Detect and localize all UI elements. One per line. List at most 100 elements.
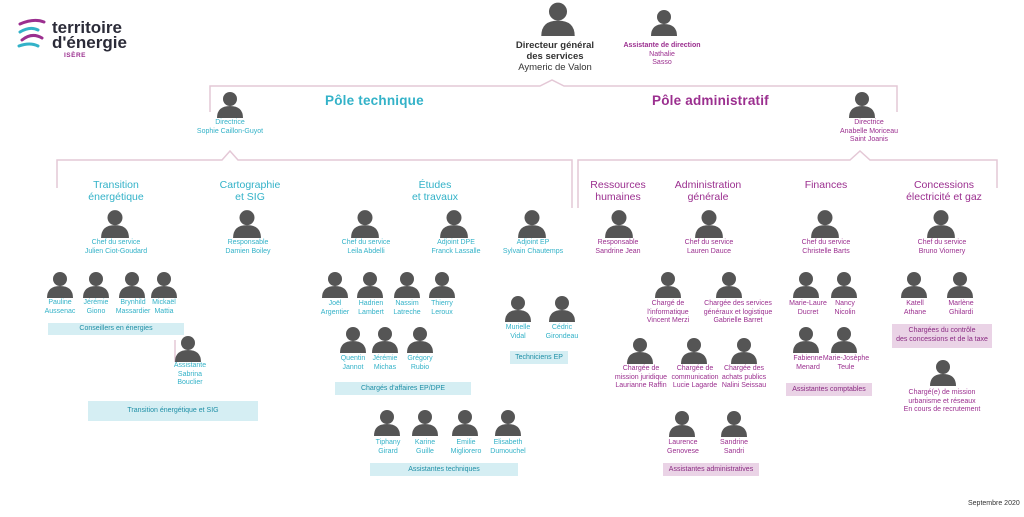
head-transition-role: Chef du service [91, 239, 141, 246]
person-jeremie-g: Jérémie Giono [73, 299, 119, 316]
dept-concessions: Concessions électricité et gaz [894, 179, 994, 203]
head-adjdpe-role: Adjoint DPE [437, 239, 475, 246]
person-karine: Karine Guille [402, 439, 448, 456]
person-lucie: Chargée de communication Lucie Lagarde [655, 365, 735, 391]
person-icon [150, 270, 178, 298]
directrice-tech-name: Sophie Caillon-Guyot [196, 127, 264, 135]
directrice-admin-name2: Saint Joanis [849, 136, 889, 143]
person-icon [373, 408, 401, 436]
person-katell: Katell Athane [892, 300, 938, 317]
head-carto-role: Responsable [227, 239, 269, 246]
person-cedric: Cédric Girondeau [537, 324, 587, 341]
head-rh-name: Sandrine Jean [595, 247, 641, 255]
logo-line1: territoire [52, 18, 122, 37]
pole-administratif: Pôle administratif [652, 93, 769, 108]
person-vincent-role1: Chargé de [651, 300, 685, 307]
person-icon [929, 358, 957, 386]
person-nalini-role1: Chargée des [723, 365, 765, 372]
person-marlene-first: Marlène [948, 300, 974, 307]
dept-transition-l1: Transition [93, 179, 139, 191]
banner-assistantes-admin: Assistantes administratives [663, 463, 759, 476]
person-gregory: Grégory Rubio [397, 355, 443, 372]
person-lucie-name: Lucie Lagarde [672, 382, 718, 389]
footer-date: Septembre 2020 [968, 500, 1020, 507]
head-concessions-role: Chef du service [917, 239, 967, 246]
head-finances: Chef du service Christelle Barts [776, 239, 876, 256]
person-mariejo-first: Marie-Josèphe [822, 355, 870, 362]
person-brynhild-last: Massardier [115, 307, 151, 315]
person-icon [668, 409, 696, 437]
person-vincent: Chargé de l'informatique Vincent Merzi [628, 300, 708, 326]
head-adjep-role: Adjoint EP [516, 239, 550, 246]
person-karine-last: Guille [416, 447, 434, 455]
person-icon [830, 270, 858, 298]
person-icon [792, 270, 820, 298]
person-fabienne: Fabienne Menard [783, 355, 833, 372]
person-elisabeth-last: Dumouchel [490, 447, 526, 455]
logo-mark-icon [17, 18, 46, 48]
banner-assistantes-compta: Assistantes comptables [786, 383, 872, 396]
person-icon [720, 409, 748, 437]
person-icon [730, 336, 758, 364]
person-icon [604, 208, 634, 238]
person-joel-last: Argentier [320, 308, 350, 316]
person-nassim: Nassim Latreche [384, 300, 430, 317]
person-murielle-last: Vidal [510, 332, 526, 340]
head-admin-name: Lauren Dauce [687, 247, 731, 255]
person-brynhild: Brynhild Massardier [108, 299, 158, 316]
person-fabienne-first: Fabienne [793, 355, 823, 362]
person-vincent-name: Vincent Merzi [646, 317, 690, 324]
person-icon [439, 208, 469, 238]
dept-rh-l2: humaines [595, 191, 641, 203]
person-emilie: Emilie Migliorero [441, 439, 491, 456]
banner-assistantes-tech: Assistantes techniques [370, 463, 518, 476]
person-icon [216, 90, 244, 118]
person-laurianne: Chargée de mission juridique Laurianne R… [601, 365, 681, 391]
person-recrut-role2: urbanisme et réseaux [908, 397, 976, 405]
person-emilie-first: Emilie [456, 439, 476, 446]
dept-admin: Administration générale [668, 179, 748, 203]
dept-admin-l2: générale [687, 191, 729, 203]
person-quentin-last: Jannot [342, 363, 364, 371]
person-quentin-first: Quentin [340, 355, 366, 362]
person-laurence: Laurence Genovese [660, 439, 706, 456]
dept-rh-l1: Ressources [590, 179, 646, 191]
person-nancy-last: Nicolin [834, 308, 856, 316]
banner-charges-affaires: Chargés d'affaires EP/DPE [335, 382, 471, 395]
person-nancy-first: Nancy [835, 300, 855, 307]
person-mickael-last: Mattia [154, 307, 174, 315]
banner-transition-sig: Transition énergétique et SIG [88, 401, 258, 421]
head-finances-role: Chef du service [801, 239, 851, 246]
person-nalini-name: Nalini Seissau [721, 382, 767, 389]
person-icon [494, 408, 522, 436]
person-hadrien-last: Lambert [358, 308, 384, 316]
person-lucie-role2: communication [671, 373, 719, 381]
logo: territoire d'énergie ISÈRE [16, 18, 136, 60]
person-cedric-last: Girondeau [545, 332, 579, 340]
person-icon [339, 325, 367, 353]
dg-name: Aymeric de Valon [518, 62, 592, 73]
person-elisabeth-first: Elisabeth [493, 439, 523, 446]
dept-carto-l1: Cartographie [219, 179, 281, 191]
dept-finances: Finances [786, 179, 866, 191]
person-icon [548, 294, 576, 322]
person-katell-first: Katell [906, 300, 924, 307]
person-marlene-last: Ghilardi [948, 308, 974, 316]
person-gabrielle-role1: Chargée des services [704, 300, 772, 307]
dept-etudes: Études et travaux [395, 179, 475, 203]
dept-carto: Cartographie et SIG [210, 179, 290, 203]
dept-admin-l1: Administration [674, 179, 742, 191]
dept-etudes-l2: et travaux [411, 191, 459, 203]
person-icon [232, 208, 262, 238]
dg-block: Directeur général des services Aymeric d… [500, 40, 610, 73]
directrice-admin-name1: Anabelle Moriceau [840, 127, 898, 135]
person-elisabeth: Elisabeth Dumouchel [482, 439, 534, 456]
person-laurence-last: Genovese [667, 447, 699, 455]
banner-controle-l1: Chargées du contrôle [908, 327, 976, 334]
person-icon [792, 325, 820, 353]
assistant-first: Nathalie [649, 50, 675, 58]
person-marielaure-first: Marie-Laure [789, 300, 827, 307]
person-icon [451, 408, 479, 436]
person-icon [393, 270, 421, 298]
person-jeremie-m-last: Michas [373, 363, 397, 371]
